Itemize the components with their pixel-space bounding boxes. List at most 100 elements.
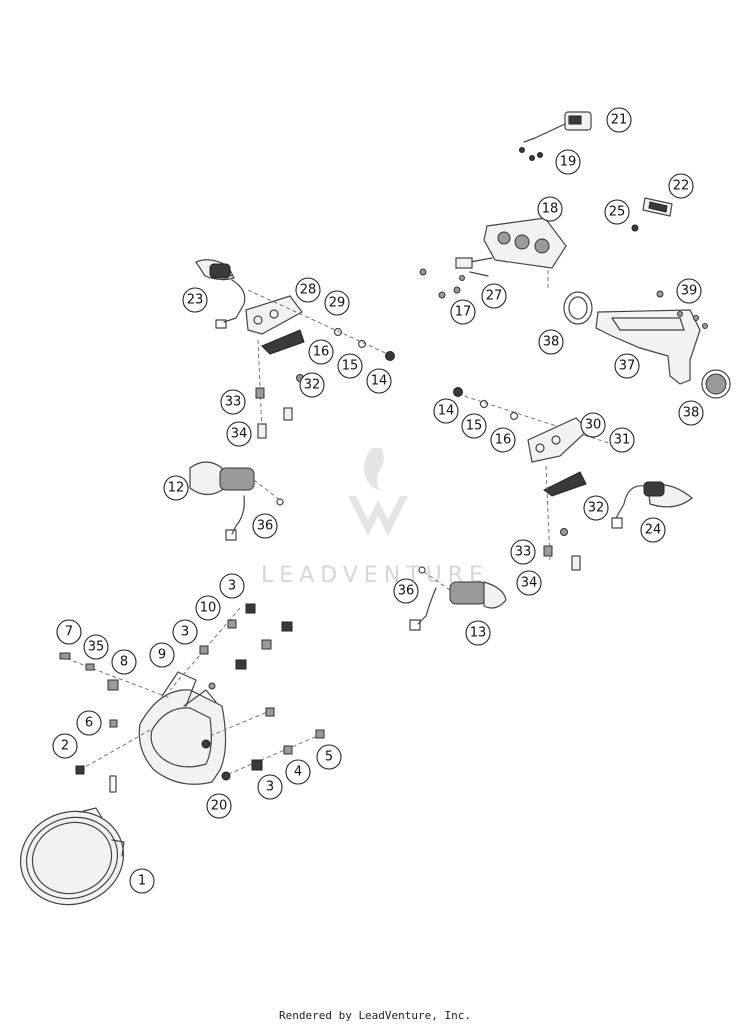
callout-28: 28 — [295, 277, 321, 303]
headlight-bracket-assembly — [59, 603, 325, 793]
svg-text:12: 12 — [168, 481, 185, 496]
callout-34: 34 — [516, 570, 542, 596]
nut — [453, 387, 463, 397]
svg-text:18: 18 — [542, 202, 559, 217]
indicator-mount — [245, 295, 303, 335]
bolt — [438, 291, 446, 299]
indicator-wire — [231, 495, 245, 535]
number-plate-bracket-assembly — [563, 290, 731, 399]
tail-light-lens — [568, 115, 582, 125]
svg-text:9: 9 — [158, 648, 166, 663]
indicator-stalk — [219, 467, 255, 491]
nut — [385, 351, 395, 361]
spacer — [261, 639, 272, 650]
washer — [276, 498, 284, 506]
guide-line — [257, 339, 263, 433]
callout-7: 7 — [56, 619, 82, 645]
license-reflector-assembly — [631, 197, 673, 232]
headlight-assembly — [19, 807, 125, 906]
svg-text:36: 36 — [257, 519, 274, 534]
callout-10: 10 — [195, 595, 221, 621]
spacer — [560, 528, 568, 536]
callout-31: 31 — [609, 427, 635, 453]
connector — [215, 319, 227, 329]
callout-36: 36 — [252, 513, 278, 539]
callout-9: 9 — [149, 642, 175, 668]
mount-shield — [543, 471, 587, 497]
guide-line — [457, 393, 631, 451]
svg-text:19: 19 — [560, 155, 577, 170]
callout-2: 2 — [52, 733, 78, 759]
bolt — [677, 311, 683, 317]
callout-24: 24 — [640, 517, 666, 543]
washer — [357, 339, 367, 349]
callout-3: 3 — [172, 619, 198, 645]
headlight-tab — [111, 839, 125, 857]
guide-line — [209, 709, 273, 737]
svg-text:37: 37 — [619, 359, 636, 374]
svg-text:31: 31 — [614, 433, 631, 448]
bracket-inner — [150, 707, 212, 768]
cluster-gauge — [497, 231, 511, 245]
callout-32: 32 — [299, 372, 325, 398]
svg-text:15: 15 — [466, 419, 483, 434]
rear-right-indicator-assembly — [409, 566, 507, 631]
washer — [479, 399, 489, 409]
callout-17: 17 — [450, 299, 476, 325]
callout-16: 16 — [308, 339, 334, 365]
reflector-round — [701, 369, 731, 399]
bolt-head — [75, 765, 85, 775]
callout-33: 33 — [510, 539, 536, 565]
svg-text:4: 4 — [294, 765, 302, 780]
callout-14: 14 — [433, 398, 459, 424]
nut — [201, 739, 211, 749]
callout-23: 23 — [182, 287, 208, 313]
headlight-rim — [25, 816, 119, 900]
connector — [611, 517, 623, 529]
callout-6: 6 — [76, 710, 102, 736]
svg-text:16: 16 — [313, 345, 330, 360]
callout-29: 29 — [324, 290, 350, 316]
callout-16: 16 — [490, 427, 516, 453]
rubber-bushing — [245, 603, 256, 614]
reflector-lens — [648, 201, 668, 213]
screw — [519, 147, 525, 153]
spacer — [107, 679, 119, 691]
callout-38: 38 — [538, 329, 564, 355]
svg-text:15: 15 — [342, 359, 359, 374]
svg-text:21: 21 — [611, 113, 628, 128]
svg-text:32: 32 — [588, 501, 605, 516]
cluster-bracket — [469, 257, 493, 263]
screw — [537, 152, 543, 158]
svg-text:33: 33 — [515, 545, 532, 560]
bolt — [656, 290, 664, 298]
svg-text:35: 35 — [88, 640, 105, 655]
callout-13: 13 — [465, 620, 491, 646]
grommet — [255, 387, 265, 399]
svg-text:3: 3 — [266, 780, 274, 795]
tail-light-wire — [523, 123, 566, 143]
callout-14: 14 — [366, 368, 392, 394]
bolt — [571, 555, 581, 571]
bolt — [693, 315, 699, 321]
headlight-housing — [19, 810, 125, 906]
callout-33: 33 — [220, 389, 246, 415]
connector — [409, 619, 421, 631]
svg-text:16: 16 — [495, 433, 512, 448]
bolt — [283, 407, 293, 421]
svg-text:34: 34 — [521, 576, 538, 591]
headlight-lens — [31, 821, 113, 895]
svg-text:10: 10 — [200, 601, 217, 616]
callout-19: 19 — [555, 149, 581, 175]
callout-20: 20 — [206, 793, 232, 819]
mount-hole — [253, 315, 263, 325]
washer — [333, 327, 343, 337]
indicator-wire — [223, 279, 246, 323]
cluster-gauge — [514, 234, 530, 250]
bolt — [453, 286, 461, 294]
callout-27: 27 — [481, 283, 507, 309]
render-credit: Rendered by LeadVenture, Inc. — [278, 1009, 472, 1022]
svg-text:20: 20 — [211, 799, 228, 814]
reflector-ring — [563, 291, 593, 325]
washer — [418, 566, 426, 574]
